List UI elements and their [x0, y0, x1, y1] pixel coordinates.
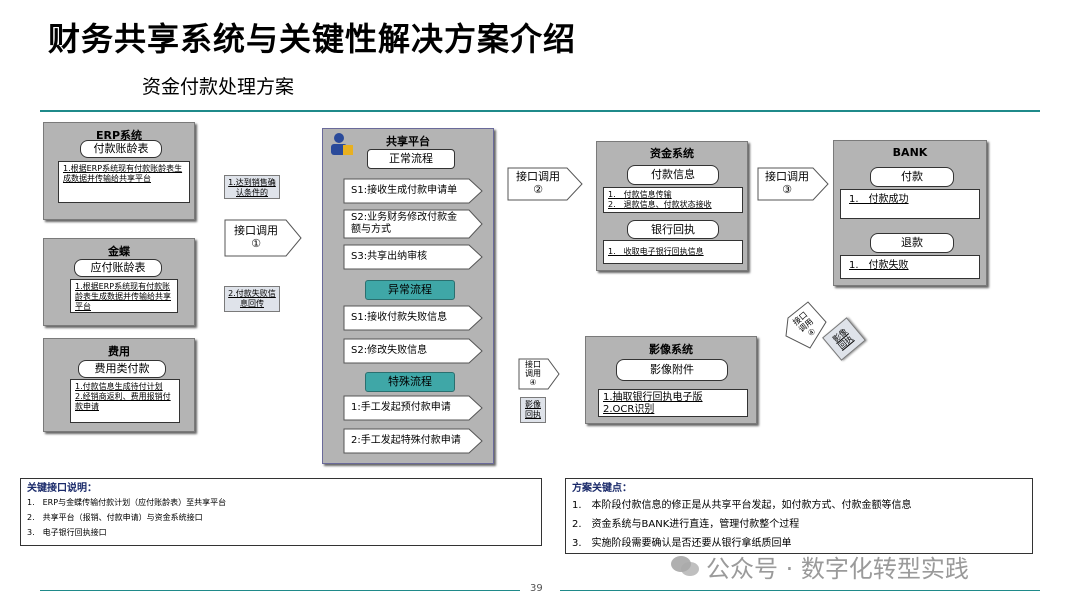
bank-system-name: BANK	[892, 146, 928, 159]
expense-system-box: 费用 费用类付款 1.付款信息生成待付计划 2.经销商返利、费用报销付款申请	[43, 338, 195, 432]
share-platform-box: 共享平台 正常流程 S1:接收生成付款申请单 S2:业务财务修改付款金额与方式 …	[322, 128, 494, 464]
interface-arrow-3: 接口调用 ③	[757, 167, 829, 201]
fund-pill-bank-receipt: 银行回执	[627, 220, 719, 239]
special-flow-pill: 特殊流程	[365, 372, 455, 392]
image-note-line: 2.OCR识别	[603, 404, 655, 415]
fund-note-1-line: 2. 退款信息、付款状态接收	[608, 200, 712, 209]
fail-return-label: 2.付款失败信息回传	[224, 286, 280, 312]
fund-note-1: 1. 付款信息传输 2. 退款信息、付款状态接收	[603, 187, 743, 213]
key-points-box: 方案关键点： 1. 本阶段付款信息的修正是从共享平台发起，如付款方式、付款金额等…	[565, 478, 1033, 554]
key-interface-item: 3. 电子银行回执接口	[27, 528, 107, 537]
bank-note-payment-fail: 1. 付款失败	[840, 255, 980, 279]
interface-arrow-3-label: 接口调用	[765, 170, 809, 183]
bank-note-payment-success-text: 1. 付款成功	[849, 194, 909, 205]
interface-arrow-4: 接口 调用 ④	[518, 358, 560, 390]
expense-note: 1.付款信息生成待付计划 2.经销商返利、费用报销付款申请	[70, 379, 180, 423]
key-interface-item: 1. ERP与金蝶传输付款计划（应付账龄表）至共享平台	[27, 498, 227, 507]
kingdee-note: 1.根据ERP系统现有付款账龄表生成数据并传输给共享平台	[70, 279, 178, 313]
key-point-item: 2. 资金系统与BANK进行直连，管理付款整个过程	[572, 519, 800, 530]
normal-flow-pill: 正常流程	[367, 149, 455, 169]
page-subtitle: 资金付款处理方案	[142, 76, 295, 98]
share-platform-name: 共享平台	[386, 135, 430, 148]
expense-pill: 费用类付款	[78, 360, 166, 378]
interface-arrow-4-diagonal: 接口 调用 ④	[780, 300, 830, 350]
interface-arrow-4-label: 接口	[525, 360, 541, 369]
interface-arrow-2: 接口调用 ②	[507, 167, 583, 201]
expense-note-line: 2.经销商返利、费用报销付款申请	[75, 392, 171, 411]
abnormal-step: S2:修改失败信息	[343, 338, 483, 364]
interface-arrow-4-label2: 调用	[525, 369, 541, 378]
fund-system-name: 资金系统	[650, 147, 694, 160]
key-points-heading: 方案关键点：	[572, 483, 632, 494]
key-point-item: 3. 实施阶段需要确认是否还要从银行拿纸质回单	[572, 538, 792, 549]
normal-step: S3:共享出纳审核	[343, 244, 483, 270]
image-return-label: 影像回执	[520, 397, 546, 423]
page-number: 39	[530, 583, 543, 594]
erp-pill: 付款账龄表	[80, 140, 162, 158]
expense-note-line: 1.付款信息生成待付计划	[75, 382, 163, 391]
bank-system-box: BANK 付款 1. 付款成功 退款 1. 付款失败	[833, 140, 987, 286]
interface-arrow-4-number: ④	[529, 378, 537, 387]
title-divider	[40, 110, 1040, 112]
watermark-text: 公众号 · 数字化转型实践	[706, 554, 969, 583]
interface-arrow-3-number: ③	[782, 183, 792, 196]
key-interfaces-box: 关键接口说明： 1. ERP与金蝶传输付款计划（应付账龄表）至共享平台 2. 共…	[20, 478, 542, 546]
kingdee-pill: 应付账龄表	[74, 259, 162, 277]
image-system-box: 影像系统 影像附件 1.抽取银行回执电子版 2.OCR识别	[585, 336, 757, 424]
interface-arrow-2-label: 接口调用	[516, 170, 560, 183]
fund-note-2: 1. 收取电子银行回执信息	[603, 240, 743, 264]
special-step: 1:手工发起预付款申请	[343, 395, 483, 421]
bank-pill-refund: 退款	[870, 233, 954, 253]
image-return-diagonal: 影像回执	[822, 317, 868, 361]
erp-system-name: ERP系统	[95, 129, 143, 142]
normal-step: S2:业务财务修改付款金额与方式	[343, 209, 483, 239]
footer-line-right	[560, 590, 1040, 591]
fund-pill-payment-info: 付款信息	[627, 165, 719, 185]
footer-line-left	[40, 590, 520, 591]
platform-user-icon	[327, 131, 355, 157]
bank-pill-payment: 付款	[870, 167, 954, 187]
kingdee-system-box: 金蝶 应付账龄表 1.根据ERP系统现有付款账龄表生成数据并传输给共享平台	[43, 238, 195, 326]
normal-step: S1:接收生成付款申请单	[343, 178, 483, 204]
special-step: 2:手工发起特殊付款申请	[343, 428, 483, 454]
bank-note-payment-success: 1. 付款成功	[840, 189, 980, 219]
fund-system-box: 资金系统 付款信息 1. 付款信息传输 2. 退款信息、付款状态接收 银行回执 …	[596, 141, 748, 271]
abnormal-flow-pill: 异常流程	[365, 280, 455, 300]
image-note-line: 1.抽取银行回执电子版	[603, 392, 703, 403]
image-pill: 影像附件	[616, 359, 728, 381]
watermark: 公众号 · 数字化转型实践	[670, 550, 969, 583]
interface-arrow-1: 接口调用 ①	[224, 219, 302, 257]
key-interface-item: 2. 共享平台（报销、付款申请）与资金系统接口	[27, 513, 203, 522]
image-system-name: 影像系统	[649, 343, 693, 356]
erp-note: 1.根据ERP系统现有付款账龄表生成数据并传输给共享平台	[58, 161, 190, 203]
key-interfaces-heading: 关键接口说明：	[27, 483, 97, 494]
image-note: 1.抽取银行回执电子版 2.OCR识别	[598, 389, 748, 417]
interface-arrow-1-label: 接口调用	[234, 224, 278, 237]
interface-arrow-2-number: ②	[533, 183, 543, 196]
wechat-icon	[670, 554, 700, 578]
erp-system-box: ERP系统 付款账龄表 1.根据ERP系统现有付款账龄表生成数据并传输给共享平台	[43, 122, 195, 220]
abnormal-step: S1:接收付款失败信息	[343, 305, 483, 331]
key-point-item: 1. 本阶段付款信息的修正是从共享平台发起，如付款方式、付款金额等信息	[572, 500, 912, 511]
interface-arrow-1-number: ①	[251, 237, 261, 250]
page-title: 财务共享系统与关键性解决方案介绍	[48, 20, 577, 58]
fund-note-1-line: 1. 付款信息传输	[608, 190, 672, 199]
kingdee-system-name: 金蝶	[108, 245, 130, 258]
bank-note-payment-fail-text: 1. 付款失败	[849, 260, 909, 271]
expense-system-name: 费用	[108, 345, 130, 358]
reach-condition-label: 1.达到销售确认条件的	[224, 175, 280, 199]
